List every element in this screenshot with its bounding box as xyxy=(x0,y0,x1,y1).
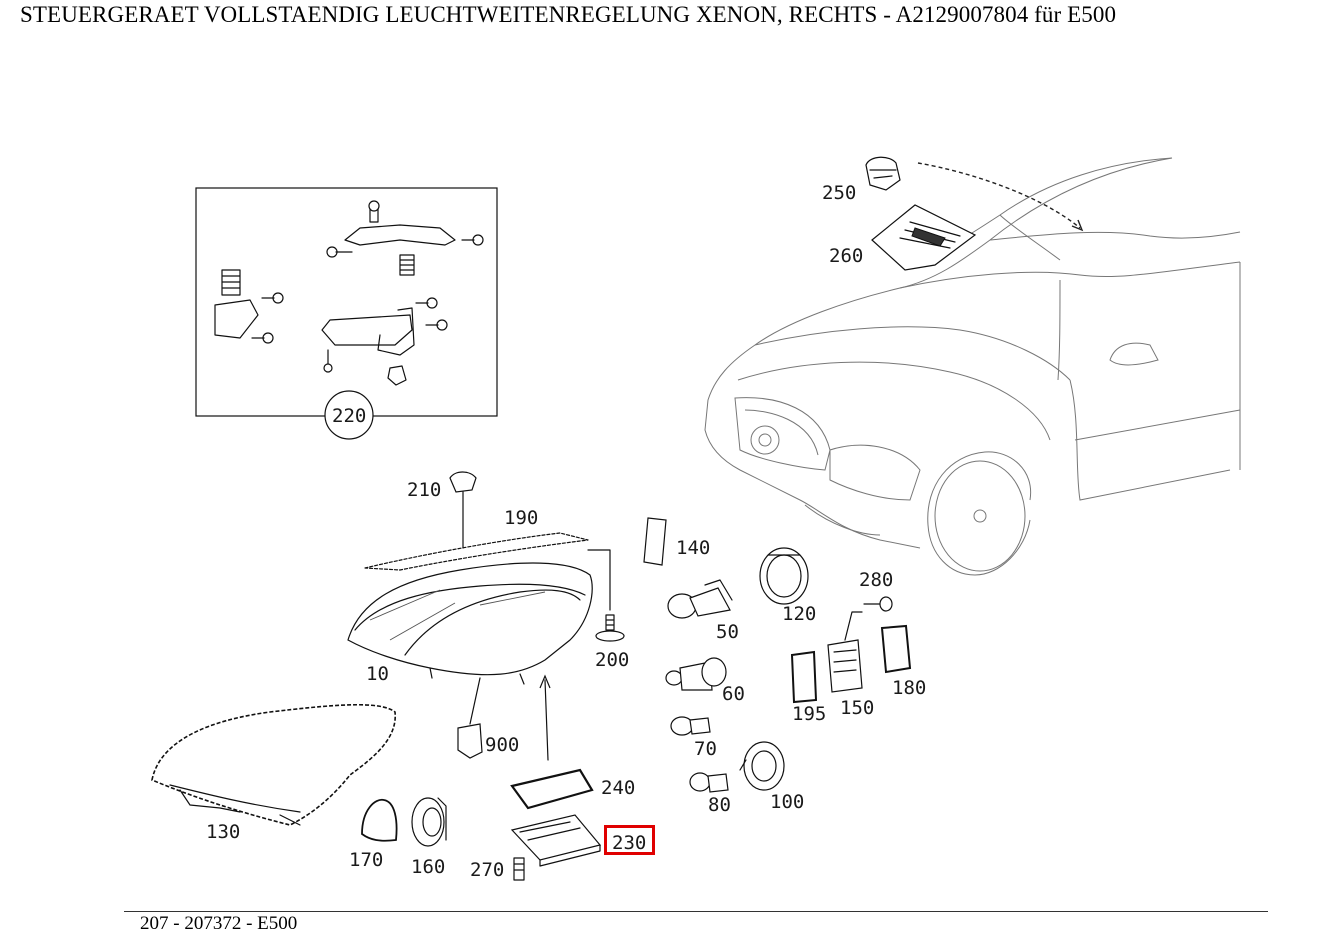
part-80-drawing xyxy=(689,772,729,793)
detail-box-220 xyxy=(195,187,498,440)
part-100-drawing xyxy=(739,741,785,791)
part-label-160: 160 xyxy=(411,856,445,878)
part-label-250: 250 xyxy=(822,182,856,204)
part-label-190: 190 xyxy=(504,507,538,529)
part-270-drawing xyxy=(513,857,525,881)
part-150-drawing xyxy=(827,611,863,693)
part-240-drawing xyxy=(510,768,594,810)
part-250-drawing xyxy=(865,156,901,191)
part-label-150: 150 xyxy=(840,697,874,719)
part-label-270: 270 xyxy=(470,859,504,881)
part-260-drawing xyxy=(871,204,977,271)
footer-caption: 207 - 207372 - E500 xyxy=(140,913,298,934)
part-label-50: 50 xyxy=(716,621,739,643)
part-50-drawing xyxy=(667,579,733,619)
part-label-180: 180 xyxy=(892,677,926,699)
part-label-900: 900 xyxy=(485,734,519,756)
footer-divider xyxy=(124,911,1268,912)
part-label-220: 220 xyxy=(332,405,366,427)
part-160-drawing xyxy=(411,797,447,847)
part-195-drawing xyxy=(790,650,818,704)
part-label-260: 260 xyxy=(829,245,863,267)
headlamp-housing-drawing xyxy=(347,562,593,685)
part-label-10: 10 xyxy=(366,663,389,685)
part-label-170: 170 xyxy=(349,849,383,871)
highlighted-part-box xyxy=(604,825,655,855)
part-label-120: 120 xyxy=(782,603,816,625)
part-label-100: 100 xyxy=(770,791,804,813)
part-120-drawing xyxy=(759,547,809,605)
part-900-drawing xyxy=(457,677,483,759)
part-label-70: 70 xyxy=(694,738,717,760)
part-170-drawing xyxy=(361,799,398,842)
part-label-210: 210 xyxy=(407,479,441,501)
part-210-drawing xyxy=(449,471,477,549)
part-200-drawing xyxy=(595,614,625,642)
part-label-240: 240 xyxy=(601,777,635,799)
part-60-drawing xyxy=(665,657,727,691)
part-label-140: 140 xyxy=(676,537,710,559)
part-label-130: 130 xyxy=(206,821,240,843)
part-140-drawing xyxy=(643,517,667,566)
part-label-280: 280 xyxy=(859,569,893,591)
part-label-60: 60 xyxy=(722,683,745,705)
part-label-80: 80 xyxy=(708,794,731,816)
lens-cover-drawing xyxy=(151,703,396,826)
part-label-230: 230 xyxy=(612,832,646,854)
page-title: STEUERGERAET VOLLSTAENDIG LEUCHTWEITENRE… xyxy=(20,2,1117,27)
part-180-drawing xyxy=(880,624,912,674)
part-230-drawing xyxy=(510,814,602,867)
car-illustration xyxy=(704,157,1241,576)
part-label-200: 200 xyxy=(595,649,629,671)
part-label-195: 195 xyxy=(792,703,826,725)
seal-strip-drawing xyxy=(364,532,611,611)
part-280-drawing xyxy=(863,596,893,612)
part-70-drawing xyxy=(670,716,711,736)
